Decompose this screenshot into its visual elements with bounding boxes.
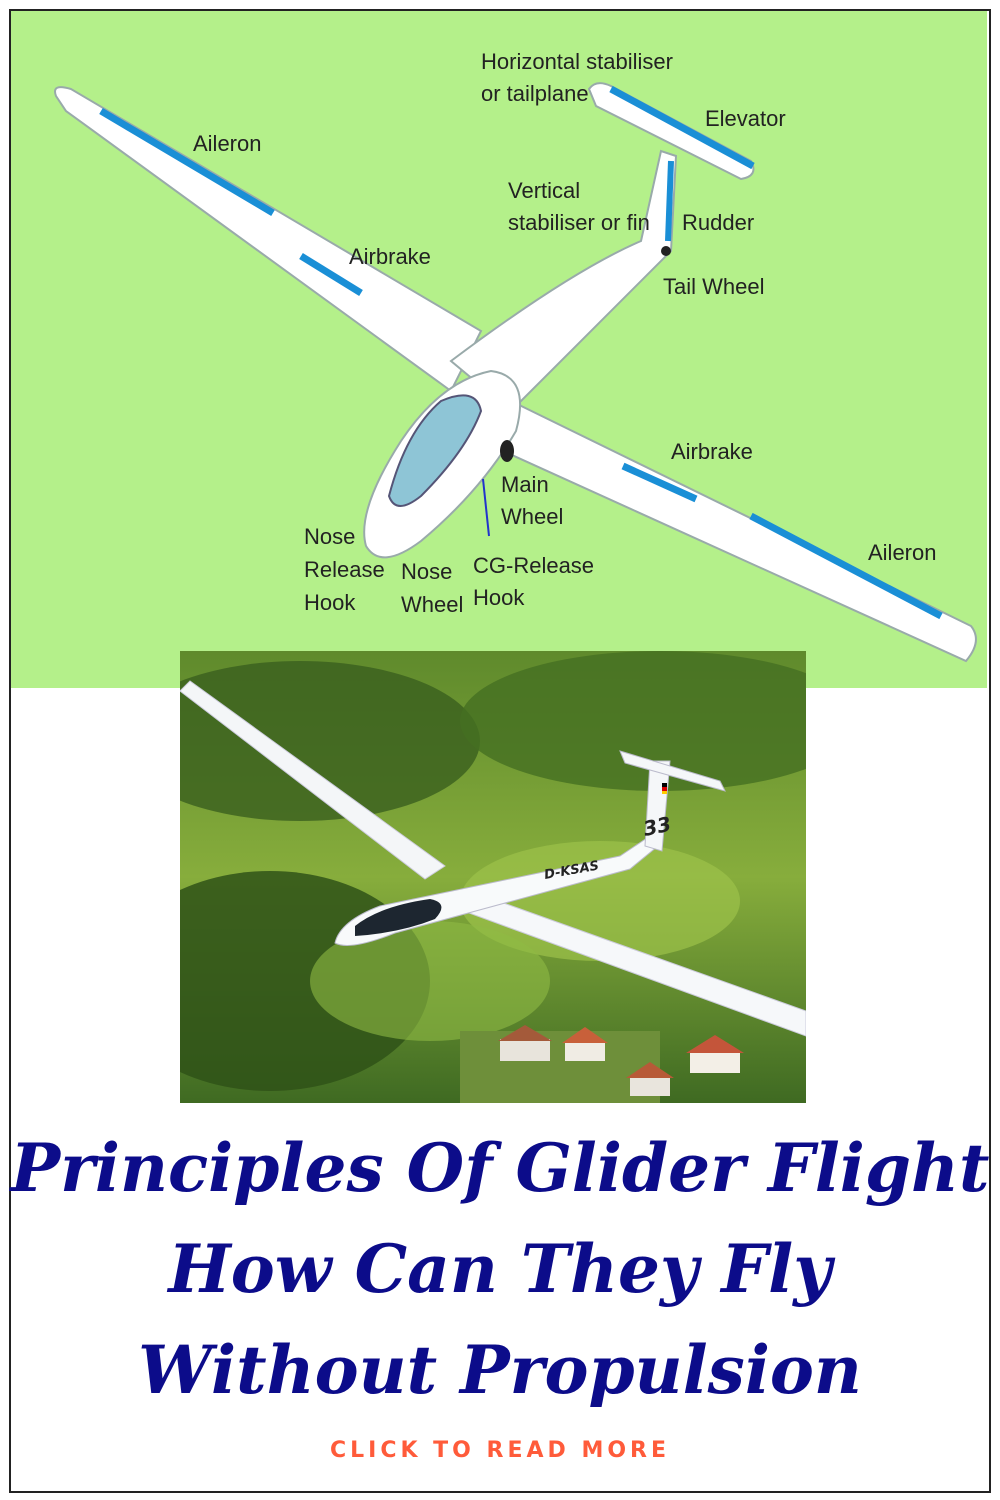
glider-photo-image: D-KSAS 33 (180, 651, 806, 1103)
label-airbrake-right: Airbrake (671, 439, 753, 464)
glider-tail-number: 33 (641, 812, 673, 841)
label-nose-wheel-2: Wheel (401, 592, 463, 617)
left-wing (54, 86, 483, 393)
headline-line-1: Principles Of Glider Flight (10, 1129, 990, 1207)
label-nose-release-1: Nose (304, 524, 355, 549)
label-aileron-right: Aileron (868, 540, 936, 565)
canopy (387, 394, 483, 507)
label-main-wheel-2: Wheel (501, 504, 563, 529)
headline-line-3: Without Propulsion (138, 1331, 862, 1409)
label-cg-release-2: Hook (473, 585, 525, 610)
right-wing (479, 399, 977, 663)
glider-diagram-panel: Aileron Airbrake Horizontal stabiliser o… (11, 11, 987, 688)
elevator-surface (609, 85, 755, 170)
tail-boom (449, 149, 678, 413)
label-nose-wheel-1: Nose (401, 559, 452, 584)
label-fin-2: stabiliser or fin (508, 210, 650, 235)
label-tailplane-1: Horizontal stabiliser (481, 49, 673, 74)
label-fin-1: Vertical (508, 178, 580, 203)
click-to-read-more-link[interactable]: CLICK TO READ MORE (329, 1438, 671, 1463)
label-nose-release-2: Release (304, 557, 385, 582)
label-elevator: Elevator (705, 106, 786, 131)
aileron-left-surface (99, 107, 275, 217)
airbrake-right-surface (621, 462, 698, 503)
glider-photo: D-KSAS 33 (180, 651, 806, 1103)
label-tail-wheel: Tail Wheel (663, 274, 764, 299)
main-wheel-mark (500, 440, 514, 462)
label-tailplane-2: or tailplane (481, 81, 589, 106)
poster-frame (9, 9, 991, 1493)
airbrake-left-surface (299, 253, 363, 296)
label-aileron-left: Aileron (193, 131, 261, 156)
label-rudder: Rudder (682, 210, 754, 235)
tail-wheel-mark (661, 246, 671, 256)
glider-diagram: Aileron Airbrake Horizontal stabiliser o… (54, 49, 977, 663)
label-main-wheel-1: Main (501, 472, 549, 497)
headline: Principles Of Glider Flight How Can They… (0, 1118, 1000, 1421)
label-cg-release-1: CG-Release (473, 553, 594, 578)
label-airbrake-left: Airbrake (349, 244, 431, 269)
aileron-right-surface (749, 512, 943, 620)
rudder-surface (665, 160, 674, 242)
label-nose-release-3: Hook (304, 590, 356, 615)
cg-hook-pointer (482, 478, 490, 537)
headline-line-2: How Can They Fly (168, 1230, 832, 1308)
